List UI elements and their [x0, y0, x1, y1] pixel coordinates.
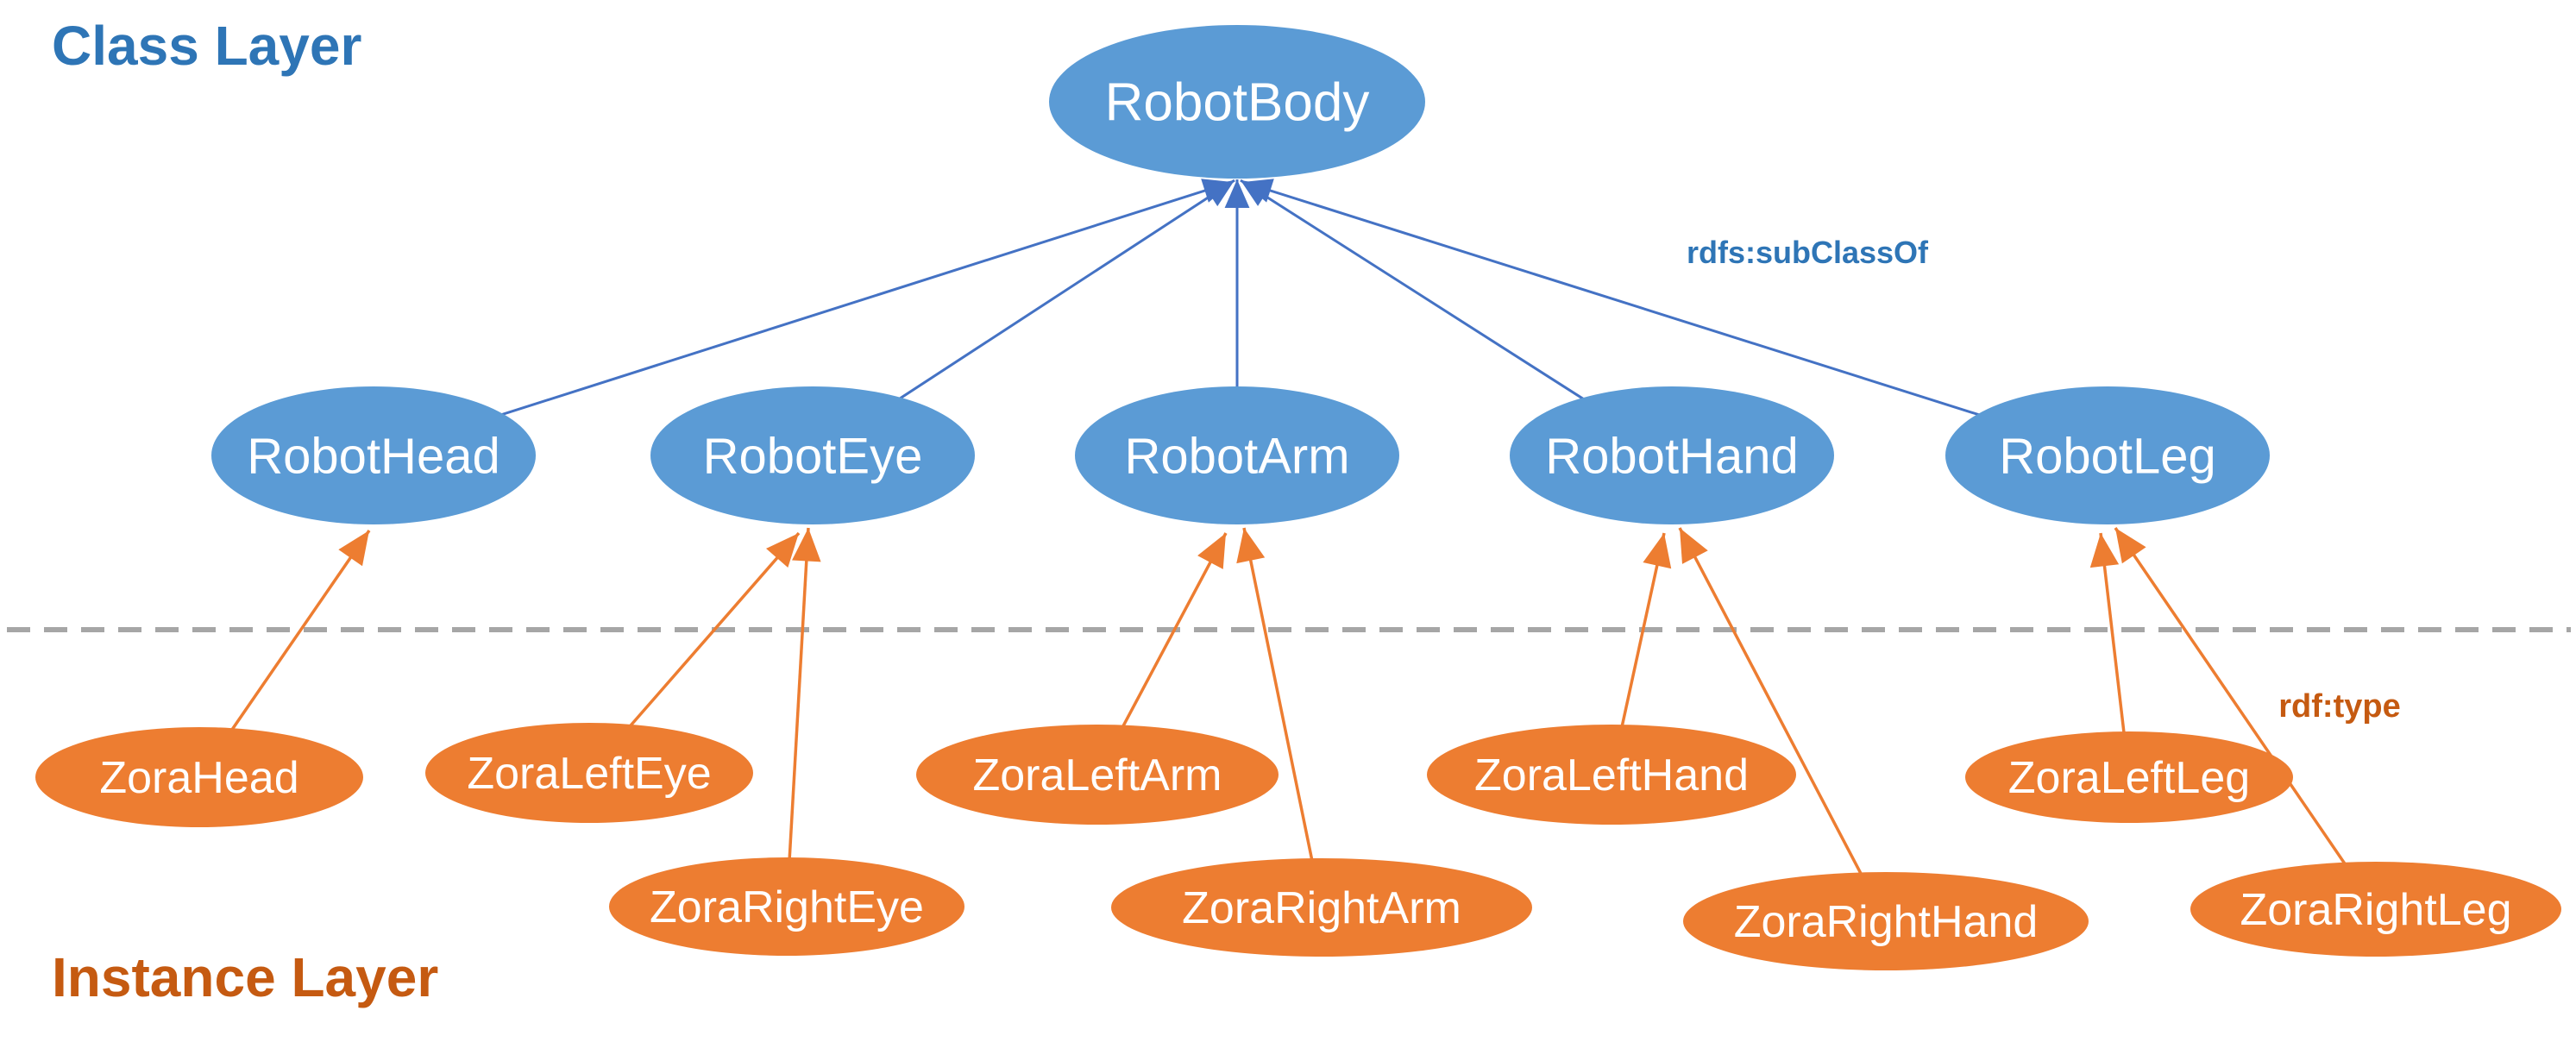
- class-node-robot-head: RobotHead: [211, 386, 536, 524]
- node-label: ZoraRightArm: [1182, 883, 1461, 933]
- instance-node-zora-right-hand: ZoraRightHand: [1683, 872, 2089, 970]
- class-ellipse: [1075, 386, 1399, 524]
- instance-node-zora-head: ZoraHead: [35, 727, 363, 827]
- instance-ellipse: [1111, 858, 1532, 957]
- instance-ellipse: [916, 725, 1279, 825]
- instance-layer-label: Instance Layer: [52, 946, 439, 1008]
- instance-ellipse: [1683, 872, 2089, 970]
- node-label: ZoraRightLeg: [2240, 885, 2511, 935]
- instance-ellipse: [1965, 731, 2293, 823]
- class-ellipse: [1049, 25, 1425, 179]
- node-label: RobotArm: [1124, 428, 1349, 484]
- class-node-robot-eye: RobotEye: [650, 386, 975, 524]
- class-ellipse: [650, 386, 975, 524]
- instance-ellipse: [609, 857, 964, 956]
- node-label: RobotBody: [1105, 73, 1370, 133]
- class-node-robot-body: RobotBody: [1049, 25, 1425, 179]
- node-label: ZoraRightHand: [1734, 897, 2039, 947]
- edge-type-zora-right-eye: [785, 527, 821, 907]
- edge-type-zora-right-leg: [2114, 527, 2378, 910]
- class-ellipse: [1510, 386, 1834, 524]
- subclassof-edge-label: rdfs:subClassOf: [1687, 235, 1929, 270]
- edge-subClassOf-robot-leg: [1242, 179, 2108, 457]
- instance-ellipse: [1427, 725, 1796, 825]
- class-ellipse: [211, 386, 536, 524]
- node-label: ZoraLeftLeg: [2008, 753, 2250, 803]
- class-node-robot-arm: RobotArm: [1075, 386, 1399, 524]
- instance-ellipse: [35, 727, 363, 827]
- instance-node-zora-right-arm: ZoraRightArm: [1111, 858, 1532, 957]
- node-label: ZoraLeftEye: [467, 749, 711, 799]
- node-label: RobotHand: [1545, 428, 1798, 484]
- node-label: RobotLeg: [1999, 428, 2216, 484]
- class-node-robot-hand: RobotHand: [1510, 386, 1834, 524]
- instance-node-zora-left-eye: ZoraLeftEye: [425, 723, 753, 823]
- node-label: RobotEye: [703, 428, 923, 484]
- instance-node-zora-right-leg: ZoraRightLeg: [2190, 862, 2561, 957]
- class-layer-label: Class Layer: [52, 15, 362, 77]
- instance-node-zora-left-hand: ZoraLeftHand: [1427, 725, 1796, 825]
- edge-type-zora-right-arm: [1236, 527, 1323, 908]
- node-label: ZoraLeftHand: [1474, 750, 1749, 800]
- class-ellipse: [1945, 386, 2270, 524]
- rdftype-edge-label: rdf:type: [2278, 688, 2400, 725]
- edge-subClassOf-robot-head: [373, 179, 1233, 457]
- instance-node-zora-right-eye: ZoraRightEye: [609, 857, 964, 956]
- node-label: ZoraLeftArm: [973, 750, 1222, 800]
- instance-node-zora-left-arm: ZoraLeftArm: [916, 725, 1279, 825]
- node-label: RobotHead: [247, 428, 499, 484]
- class-node-robot-leg: RobotLeg: [1945, 386, 2270, 524]
- node-label: ZoraRightEye: [650, 882, 924, 932]
- instance-ellipse: [2190, 862, 2561, 957]
- instance-ellipse: [425, 723, 753, 823]
- instance-node-zora-left-leg: ZoraLeftLeg: [1965, 731, 2293, 823]
- node-label: ZoraHead: [99, 753, 298, 803]
- edge-type-zora-right-hand: [1678, 527, 1888, 922]
